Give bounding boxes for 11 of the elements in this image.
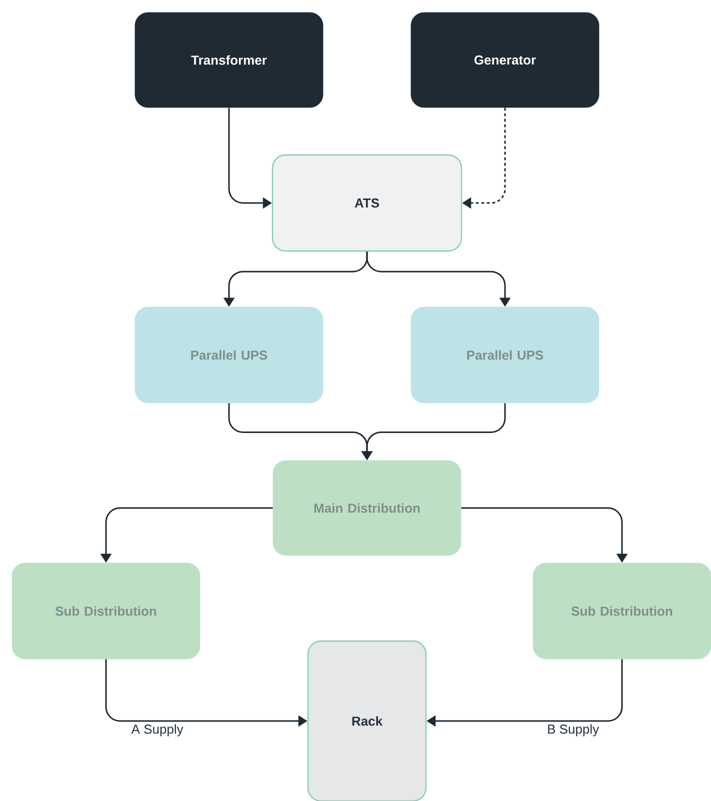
distribution-box: Sub Distribution: [532, 562, 711, 660]
source-box: Transformer: [134, 12, 324, 108]
edge-label: A Supply: [131, 724, 184, 736]
ups-box: Parallel UPS: [134, 306, 324, 404]
edge-label: B Supply: [548, 724, 600, 736]
distribution-box: Sub Distribution: [12, 562, 200, 660]
distribution-box: Main Distribution: [272, 460, 462, 556]
source-box: Generator: [410, 12, 600, 108]
rack-box: Rack: [307, 640, 427, 801]
switch-box: ATS: [272, 154, 462, 252]
ups-box: Parallel UPS: [410, 306, 600, 404]
